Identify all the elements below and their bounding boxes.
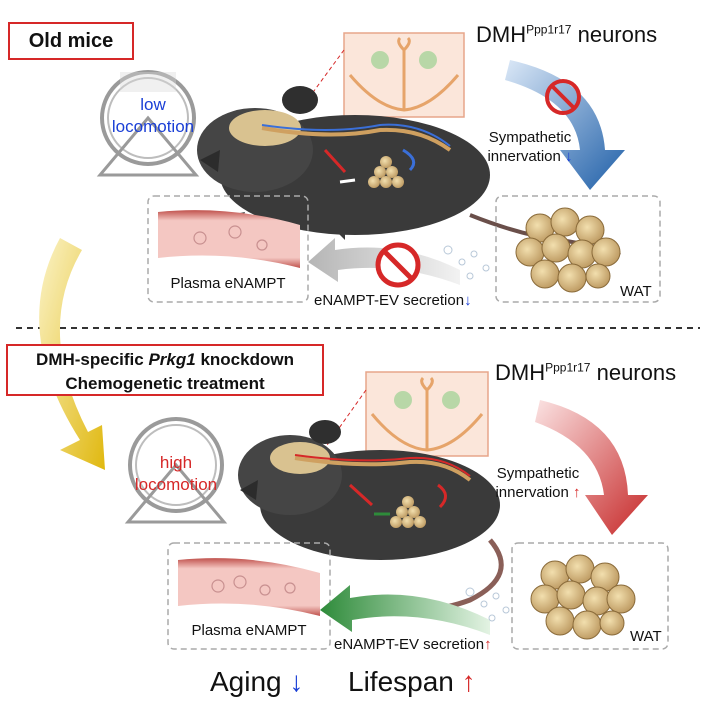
bottom-mouse [238,420,504,612]
bottom-condition-label: DMH-specific Prkg1 knockdown Chemogeneti… [6,344,324,396]
bottom-wat-cluster [530,554,636,640]
bottom-wat-label: WAT [630,628,662,645]
top-neurons-superscript: Ppp1r17 [526,22,572,37]
top-sympathetic-label: Sympathetic innervation ↓ [468,128,592,166]
bottom-plasma-label-text: Plasma eNAMPT [191,622,307,639]
top-wat-label: WAT [620,283,652,300]
top-fat-cluster-in-mouse [368,156,404,188]
bottom-fat-cluster-in-mouse [390,496,426,528]
top-neurons-label: DMHPpp1r17 neurons [476,22,657,48]
bottom-label-gene: Prkg1 [148,350,196,369]
top-condition-label-text: Old mice [28,30,114,52]
bottom-secretion-green-arrow [320,585,490,635]
top-wat-cluster [515,207,621,293]
bottom-neurons-prefix: DMH [495,360,546,385]
aging-label: Aging [210,666,282,697]
bottom-sympathetic-line2: innervation [495,484,569,501]
top-locomotion-line1: low [140,95,166,114]
bottom-running-wheel [124,417,228,524]
bottom-vesicles [465,587,510,622]
top-locomotion-label: low locomotion [98,94,208,138]
top-plasma-label: Plasma eNAMPT [150,275,306,292]
bottom-wat-panel [511,542,669,650]
top-condition-label: Old mice [8,22,134,60]
top-sympathetic-down-arrow [505,60,625,190]
top-neurons-suffix: neurons [571,22,658,47]
bottom-wat-label-text: WAT [630,628,662,645]
top-prohibit-sign-large [375,242,421,288]
top-brain-section-inset [343,32,465,118]
bottom-label-part-c: knockdown [195,350,294,369]
aging-down-indicator: ↓ [289,666,304,697]
lifespan-up-indicator: ↑ [461,666,476,697]
bottom-brain-section-inset [365,371,489,457]
top-plasma-label-text: Plasma eNAMPT [170,275,286,292]
bottom-neurons-label: DMHPpp1r17 neurons [495,360,676,386]
bottom-condition-line2: Chemogenetic treatment [65,374,265,393]
bottom-plasma-panel [167,542,331,650]
bottom-secretion-up-indicator: ↑ [484,636,492,653]
top-inset-callout [299,49,345,111]
top-secretion-down-indicator: ↓ [464,292,472,309]
lifespan-label: Lifespan [348,666,454,697]
bottom-label-part-a: DMH-specific [36,350,149,369]
top-sympathetic-line2: innervation [487,148,561,165]
bottom-locomotion-line2: locomotion [134,475,218,494]
top-neurons-prefix: DMH [476,22,527,47]
bottom-locomotion-label: high locomotion [120,452,232,496]
top-blood-vessel [158,210,300,268]
bottom-sympathetic-up-indicator: ↑ [573,484,581,501]
top-running-wheel [96,70,200,177]
top-secretion-label-text: eNAMPT-EV secretion [314,292,465,309]
bottom-condition-line1: DMH-specific Prkg1 knockdown [8,348,322,372]
bottom-blood-vessel [178,558,320,616]
top-sympathetic-line1: Sympathetic [488,129,572,146]
bottom-secretion-label-text: eNAMPT-EV secretion [334,636,485,653]
top-sympathetic-down-indicator: ↓ [565,148,573,165]
top-locomotion-line2: locomotion [111,117,195,136]
top-wat-panel [495,195,661,303]
top-mouse [197,86,621,257]
bottom-sympathetic-line1: Sympathetic [496,465,580,482]
top-plasma-panel [147,195,309,303]
lifespan-outcome: Lifespan ↑ [348,666,476,698]
bottom-locomotion-line1: high [159,453,193,472]
top-wat-label-text: WAT [620,283,652,300]
top-prohibit-sign-small [545,79,581,115]
bottom-neurons-superscript: Ppp1r17 [545,360,591,375]
bottom-secretion-label: eNAMPT-EV secretion↑ [334,636,492,653]
top-vesicles [443,245,490,280]
bottom-sympathetic-up-arrow [535,400,648,535]
bottom-neurons-suffix: neurons [590,360,677,385]
bottom-plasma-label: Plasma eNAMPT [170,622,328,639]
aging-outcome: Aging ↓ [210,666,303,698]
top-secretion-label: eNAMPT-EV secretion↓ [314,292,472,309]
yellow-transition-arrow [39,238,105,470]
bottom-sympathetic-label: Sympathetic innervation ↑ [476,464,600,502]
